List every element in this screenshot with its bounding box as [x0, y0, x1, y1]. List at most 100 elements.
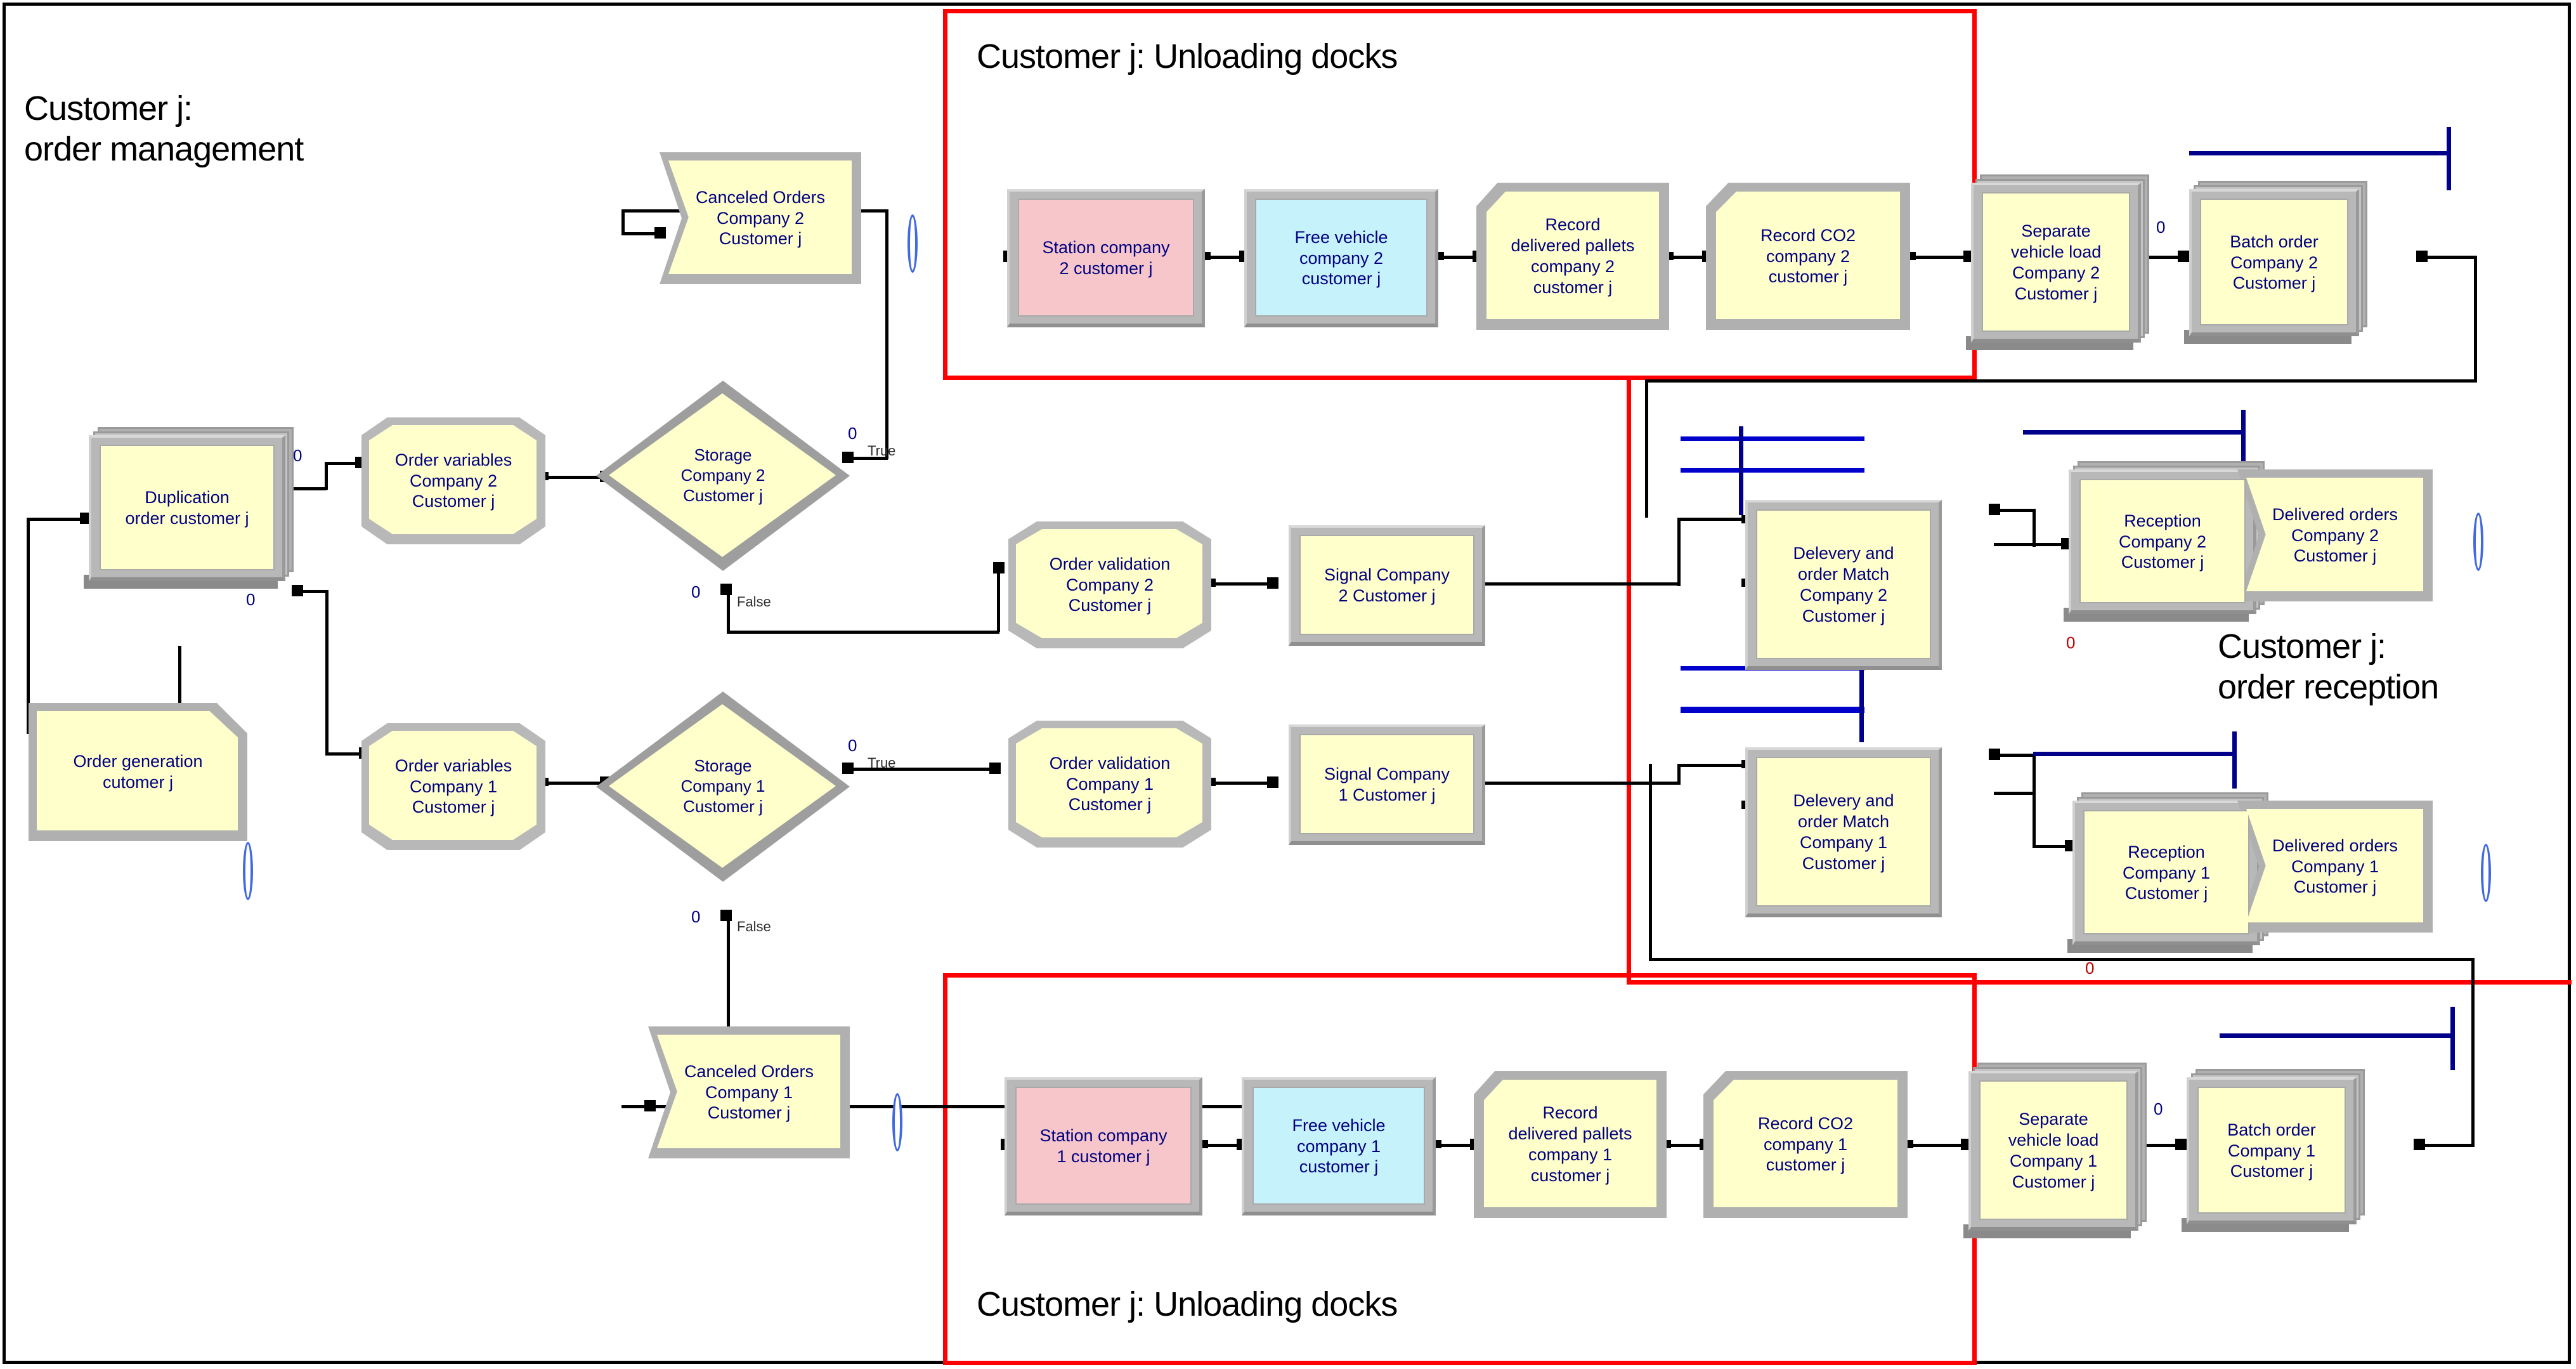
port-storage1-true: [842, 763, 854, 774]
queue-tick-rec1: [2232, 731, 2237, 789]
block-delivered-orders-1[interactable]: Delivered orders Company 1 Customer j: [2237, 801, 2433, 933]
port-ov-val1-in: [989, 763, 1001, 774]
block-face: [1016, 529, 1202, 638]
block-delivery-match-2[interactable]: Delevery and order Match Company 2 Custo…: [1745, 500, 1942, 670]
block-face: [2079, 479, 2246, 603]
connector-val1-signal1: [1210, 782, 1273, 785]
block-free-vehicle-2[interactable]: Free vehicle company 2 customer j: [1244, 189, 1438, 327]
block-face: [1979, 1080, 2128, 1220]
connector-batch1-out-v: [2471, 958, 2475, 1146]
block-free-vehicle-1[interactable]: Free vehicle company 1 customer j: [1242, 1077, 1436, 1215]
block-label: Delevery and order Match Company 2 Custo…: [1793, 544, 1894, 626]
label-storage1-false-text: False: [737, 919, 771, 934]
label-storage1-true: 0: [848, 736, 857, 755]
block-canceled-orders-2[interactable]: Canceled Orders Company 2 Customer j: [660, 152, 861, 284]
block-delivery-match-1[interactable]: Delevery and order Match Company 1 Custo…: [1745, 747, 1942, 917]
block-label: Order validation Company 2 Customer j: [1049, 554, 1171, 615]
label-batch1-in: 0: [2154, 1099, 2163, 1118]
block-label: Delivered orders Company 2 Customer j: [2272, 504, 2398, 566]
block-face: [1756, 757, 1931, 907]
block-record-co2-2[interactable]: Record CO2 company 2 customer j: [1706, 183, 1910, 330]
block-face: [1716, 192, 1900, 319]
block-separate-load-1[interactable]: Separate vehicle load Company 1 Customer…: [1963, 1063, 2147, 1238]
port-dup-in: [80, 513, 91, 524]
block-signal-1[interactable]: Signal Company 1 Customer j: [1289, 724, 1485, 845]
block-separate-load-2[interactable]: Separate vehicle load Company 2 Customer…: [1966, 174, 2149, 350]
block-label: Batch order Company 1 Customer j: [2227, 1120, 2316, 1181]
block-order-generation[interactable]: Order generation cutomer j: [29, 703, 247, 841]
block-label: Free vehicle company 1 customer j: [1292, 1115, 1386, 1177]
queue-tick-rec2: [2241, 410, 2246, 467]
block-label: Canceled Orders Company 1 Customer j: [684, 1061, 814, 1123]
block-face: [657, 1035, 840, 1148]
queue-line-del2-up1: [1681, 436, 1864, 441]
block-face: [668, 160, 852, 274]
block-label: Record delivered pallets company 1 custo…: [1508, 1103, 1632, 1185]
block-face: [1255, 199, 1428, 317]
queue-tick-del2-dn: [1859, 658, 1864, 722]
section-title-unloading-docks-top: Customer j: Unloading docks: [977, 37, 1398, 75]
block-record-co2-1[interactable]: Record CO2 company 1 customer j: [1703, 1071, 1908, 1218]
block-order-variables-2[interactable]: Order variables Company 2 Customer j: [361, 417, 545, 544]
block-face: [369, 425, 537, 534]
block-face: [2083, 810, 2249, 934]
block-label: Duplication order customer j: [125, 488, 249, 528]
block-face: [1299, 535, 1474, 635]
region-order-reception: [1627, 376, 2572, 985]
block-label: Signal Company 1 Customer j: [1324, 764, 1450, 804]
block-signal-2[interactable]: Signal Company 2 Customer j: [1289, 525, 1485, 646]
block-order-variables-1[interactable]: Order variables Company 1 Customer j: [361, 723, 545, 850]
block-station-1[interactable]: Station company 1 customer j: [1005, 1077, 1202, 1215]
block-label: Record delivered pallets company 2 custo…: [1511, 215, 1635, 297]
block-face: [1018, 199, 1194, 317]
block-canceled-orders-1[interactable]: Canceled Orders Company 1 Customer j: [648, 1026, 850, 1158]
block-face: [1016, 728, 1202, 837]
queue-line-batch2: [2189, 151, 2450, 155]
queue-line-rec1: [2033, 752, 2236, 756]
block-order-validation-1[interactable]: Order validation Company 1 Customer j: [1008, 721, 1211, 848]
block-station-2[interactable]: Station company 2 customer j: [1007, 189, 1205, 327]
block-face: [2197, 1087, 2346, 1214]
block-record-pallets-2[interactable]: Record delivered pallets company 2 custo…: [1476, 183, 1669, 330]
sink-marker-canceled2: [907, 214, 918, 273]
block-face: [1486, 192, 1659, 319]
block-record-pallets-1[interactable]: Record delivered pallets company 1 custo…: [1474, 1071, 1667, 1218]
queue-line-rec2: [2023, 430, 2245, 435]
block-duplication[interactable]: Duplication order customer j: [84, 427, 294, 589]
connector-gen-to-dup-v: [27, 518, 30, 733]
connector-batch1-out-h: [2420, 1144, 2475, 1147]
queue-line-batch1: [2220, 1033, 2454, 1038]
block-face: [100, 445, 275, 570]
block-label: Order validation Company 1 Customer j: [1049, 753, 1171, 815]
block-label: Order generation cutomer j: [73, 752, 203, 792]
block-label: Delevery and order Match Company 1 Custo…: [1793, 791, 1894, 873]
port-del1-out: [1989, 749, 2000, 760]
block-label: Storage Company 2 Customer j: [680, 445, 765, 505]
connector-s2false-v2: [997, 567, 1000, 632]
block-label: Canceled Orders Company 2 Customer j: [695, 187, 826, 249]
label-reception1-count: 0: [2085, 959, 2095, 978]
block-face: [1756, 509, 1931, 659]
label-storage2-true: 0: [848, 424, 857, 443]
block-reception-1[interactable]: Reception Company 1 Customer j: [2067, 792, 2268, 953]
block-order-validation-2[interactable]: Order validation Company 2 Customer j: [1008, 521, 1211, 648]
port-ov-val2-in: [993, 562, 1005, 573]
sink-marker-order-generation: [243, 842, 253, 900]
block-storage-2[interactable]: Storage Company 2 Customer j: [596, 381, 850, 571]
order-reception-line: Customer j: order reception: [2218, 627, 2439, 706]
label-storage2-false-text: False: [737, 594, 771, 610]
block-label: Station company 2 customer j: [1042, 238, 1170, 278]
block-batch-order-1[interactable]: Batch order Company 1 Customer j: [2182, 1069, 2365, 1232]
port-dup-out-bottom: [292, 585, 303, 596]
block-label: Station company 1 customer j: [1039, 1126, 1168, 1166]
block-delivered-orders-2[interactable]: Delivered orders Company 2 Customer j: [2237, 469, 2433, 601]
block-batch-order-2[interactable]: Batch order Company 2 Customer j: [2184, 181, 2367, 344]
block-label: Record CO2 company 2 customer j: [1760, 225, 1856, 287]
queue-line-del2-up2: [1681, 468, 1864, 473]
block-face: [2246, 809, 2423, 922]
block-reception-2[interactable]: Reception Company 2 Customer j: [2064, 461, 2265, 622]
port-storage1-false: [720, 910, 732, 921]
block-storage-1[interactable]: Storage Company 1 Customer j: [596, 691, 850, 882]
block-label: Record CO2 company 1 customer j: [1757, 1113, 1854, 1175]
connector-dup-ov2-h1: [289, 487, 327, 490]
